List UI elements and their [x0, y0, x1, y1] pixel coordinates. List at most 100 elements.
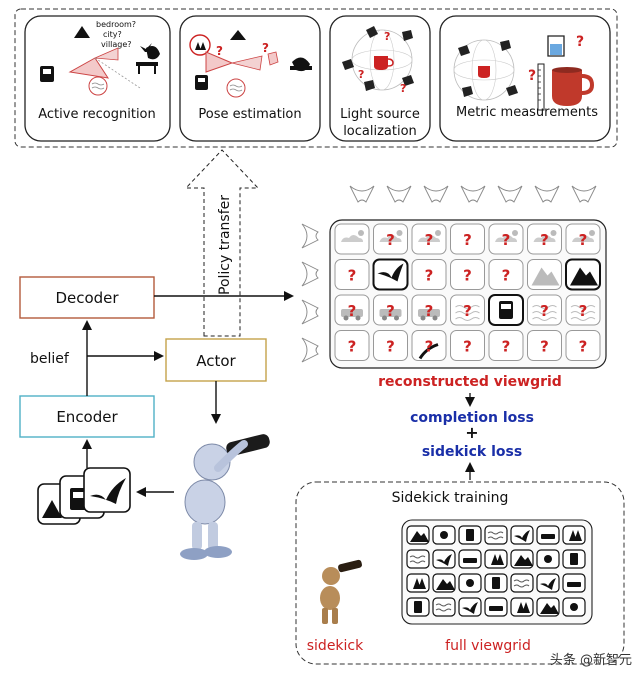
task-active-recognition: bedroom? city? village? Active recogniti…: [24, 15, 171, 142]
viewgrid-question-mark: ?: [463, 267, 472, 285]
full-viewgrid-cell: [406, 525, 430, 545]
loss-plus-sign: +: [465, 423, 478, 442]
task-label-light-source-line2: localization: [343, 124, 417, 139]
full-viewgrid-cell: [536, 573, 560, 593]
viewgrid-question-mark: ?: [425, 338, 434, 356]
viewgrid-question-mark: ?: [348, 267, 357, 285]
viewgrid-question-mark: ?: [502, 231, 511, 249]
viewgrid-question-mark: ?: [386, 231, 395, 249]
viewgrid-question-mark: ?: [348, 302, 357, 320]
viewgrid-cell: ?: [411, 294, 447, 326]
viewgrid-question-mark: ?: [502, 267, 511, 285]
viewgrid-cell: ?: [450, 259, 485, 290]
agent-figure: [180, 434, 270, 560]
full-viewgrid-cell: [484, 549, 508, 569]
full-viewgrid-cell: [510, 597, 534, 617]
viewgrid-question-mark: ?: [540, 302, 549, 320]
camera-cone-icon: [301, 337, 319, 363]
viewgrid-question-mark: ?: [463, 338, 472, 356]
viewgrid-cell: ?: [488, 330, 524, 361]
camera-cone-icon: [301, 261, 319, 287]
viewgrid-cell: ?: [373, 294, 408, 326]
viewgrid-question-mark: ?: [386, 302, 395, 320]
viewgrid-question-mark: ?: [425, 267, 434, 285]
viewgrid-cell: [527, 259, 562, 290]
viewgrid-cell: ?: [334, 330, 370, 361]
camera-cone-icon: [423, 185, 449, 203]
mountain-icon: [74, 26, 90, 38]
train-icon: [195, 75, 208, 90]
watermark: 头条 @新智元: [550, 652, 632, 668]
viewgrid-cell: [488, 294, 524, 326]
full-viewgrid-cell: [432, 597, 456, 617]
observed-views-stack: [37, 467, 131, 525]
completion-loss-label: completion loss: [410, 410, 534, 426]
light-question-mark-1: ?: [384, 30, 390, 43]
viewgrid-cell: ?: [450, 330, 485, 361]
full-viewgrid-cell: [458, 573, 482, 593]
viewgrid-question-mark: ?: [463, 231, 472, 249]
viewgrid-cell: ?: [565, 294, 601, 326]
viewgrid-cell: ?: [334, 259, 370, 290]
full-viewgrid-label: full viewgrid: [445, 638, 531, 654]
viewgrid-cell: ?: [411, 259, 447, 290]
camera-cone-icon: [460, 185, 486, 203]
viewgrid-cell: ?: [411, 223, 447, 255]
encoder-label: Encoder: [56, 408, 118, 426]
decoder-label: Decoder: [55, 289, 119, 307]
viewgrid-question-mark: ?: [348, 338, 357, 356]
full-viewgrid-cell: [484, 597, 508, 617]
viewgrid-cell: ?: [450, 294, 485, 326]
full-viewgrid-cell: [406, 597, 430, 617]
full-viewgrid-cell: [536, 525, 560, 545]
camera-cone-icon: [349, 185, 375, 203]
viewgrid-question-mark: ?: [502, 338, 511, 356]
viewgrid-cell: [334, 223, 370, 255]
viewgrid-cell: ?: [334, 294, 370, 326]
viewgrid-cell: ?: [373, 223, 408, 255]
camera-cone-icon: [301, 299, 319, 325]
full-viewgrid-cell: [510, 549, 534, 569]
full-viewgrid-cell: [458, 549, 482, 569]
viewgrid-cell: ?: [373, 330, 408, 361]
full-viewgrid-cell: [432, 549, 456, 569]
ruler-icon: [537, 63, 545, 111]
viewgrid-cell: ?: [411, 330, 447, 361]
viewgrid-question-mark: ?: [540, 231, 549, 249]
scene-question-3: village?: [101, 40, 132, 49]
scene-question-1: bedroom?: [96, 20, 136, 29]
binoculars-icon: [338, 559, 362, 573]
sidekick-figure: [320, 559, 362, 624]
task-label-pose-estimation: Pose estimation: [198, 107, 301, 122]
light-question-mark-3: ?: [400, 82, 406, 95]
waves-icon: [88, 76, 108, 96]
task-metric-measurements: ? ? Metric measurements: [439, 15, 611, 142]
metric-question-mark-1: ?: [576, 34, 584, 50]
viewgrid-cell: ?: [488, 259, 524, 290]
task-label-light-source-line1: Light source: [340, 107, 420, 122]
decoder-box: [19, 276, 155, 319]
task-pose-estimation: ? ? Pose estimation: [179, 15, 321, 142]
full-viewgrid-cell: [484, 573, 508, 593]
camera-cone-icon: [301, 223, 319, 249]
full-viewgrid-cell: [562, 525, 586, 545]
viewgrid-cell: ?: [527, 330, 562, 361]
viewgrid-cell: ?: [527, 294, 562, 326]
viewgrid-question-mark: ?: [463, 302, 472, 320]
full-viewgrid-cell: [406, 549, 430, 569]
view-cone-icon: [68, 57, 110, 79]
full-viewgrid-cell: [458, 525, 482, 545]
camera-icon: [366, 26, 378, 38]
full-viewgrid-cell: [510, 573, 534, 593]
viewgrid-cell: [565, 258, 601, 291]
viewgrid-cell: ?: [488, 223, 524, 255]
camera-cone-icon: [497, 185, 523, 203]
pose-question-mark-1: ?: [216, 44, 223, 58]
full-viewgrid-cell: [484, 525, 508, 545]
light-question-mark-2: ?: [358, 68, 364, 81]
full-viewgrid-cell: [432, 573, 456, 593]
camera-cone-icon: [534, 185, 560, 203]
viewgrid-question-mark: ?: [579, 338, 588, 356]
full-viewgrid-cell: [536, 597, 560, 617]
camera-cone-icon: [571, 185, 597, 203]
